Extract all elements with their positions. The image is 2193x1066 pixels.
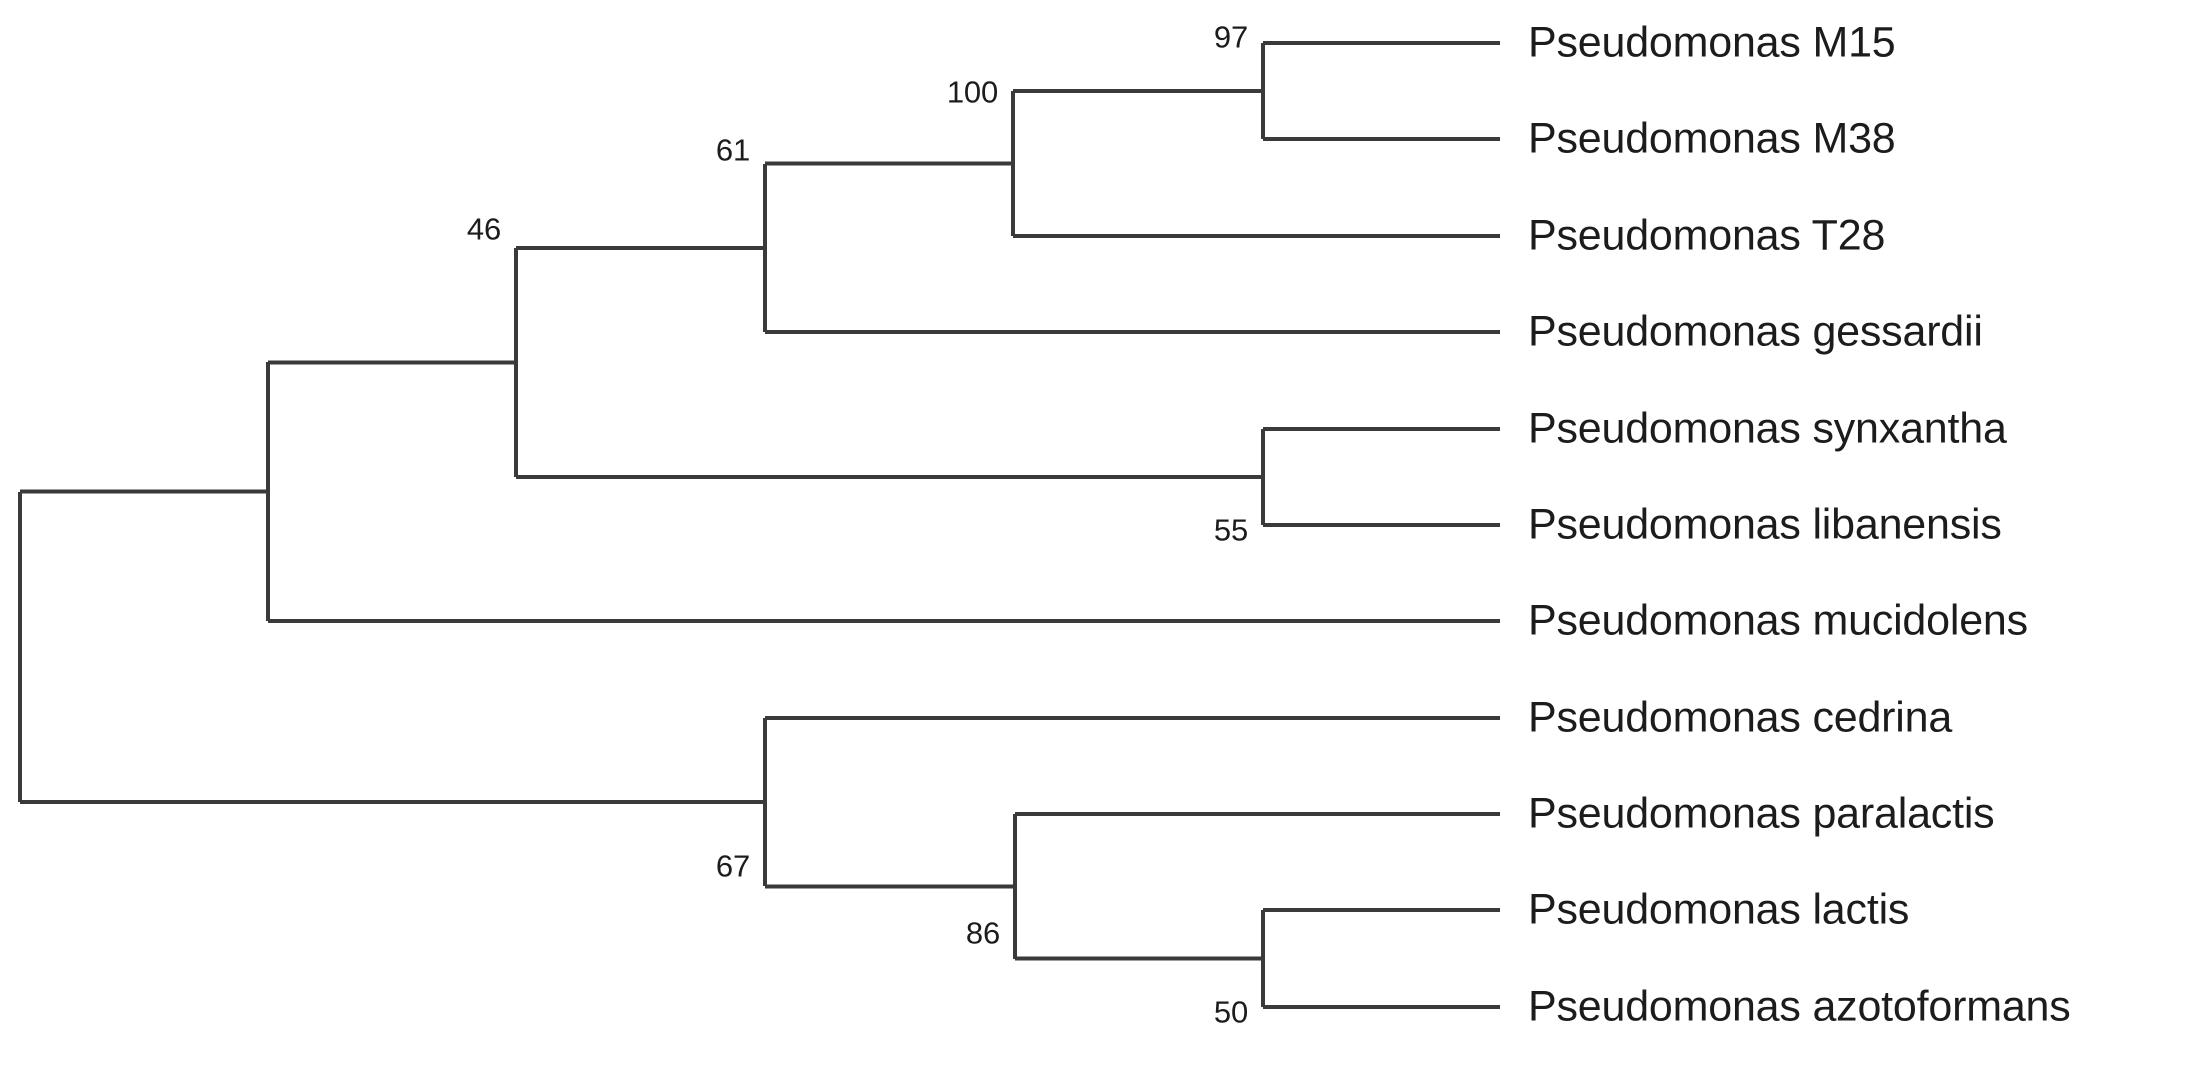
bootstrap-value-100: 100 [946, 74, 998, 110]
taxon-label-lactis: Pseudomonas lactis [1528, 885, 1910, 934]
taxon-label-mucidolens: Pseudomonas mucidolens [1528, 596, 2028, 645]
taxon-label-cedrina: Pseudomonas cedrina [1528, 693, 1953, 742]
taxon-label-azotoformans: Pseudomonas azotoformans [1528, 982, 2071, 1031]
bootstrap-value-61: 61 [715, 132, 750, 168]
bootstrap-value-86: 86 [965, 915, 1000, 951]
branch-lines [18, 41, 1500, 1009]
taxon-label-synxantha: Pseudomonas synxantha [1528, 404, 2007, 453]
bootstrap-value-67: 67 [715, 848, 750, 884]
taxon-label-gessardii: Pseudomonas gessardii [1528, 307, 1983, 356]
bootstrap-value-50: 50 [1213, 994, 1248, 1030]
taxon-label-m15: Pseudomonas M15 [1528, 18, 1896, 67]
taxon-label-paralactis: Pseudomonas paralactis [1528, 789, 1995, 838]
taxon-label-t28: Pseudomonas T28 [1528, 211, 1886, 260]
taxon-label-libanensis: Pseudomonas libanensis [1528, 500, 2002, 549]
bootstrap-value-97: 97 [1213, 19, 1248, 55]
taxon-label-m38: Pseudomonas M38 [1528, 114, 1896, 163]
bootstrap-value-55: 55 [1213, 512, 1248, 548]
bootstrap-value-46: 46 [466, 211, 501, 247]
